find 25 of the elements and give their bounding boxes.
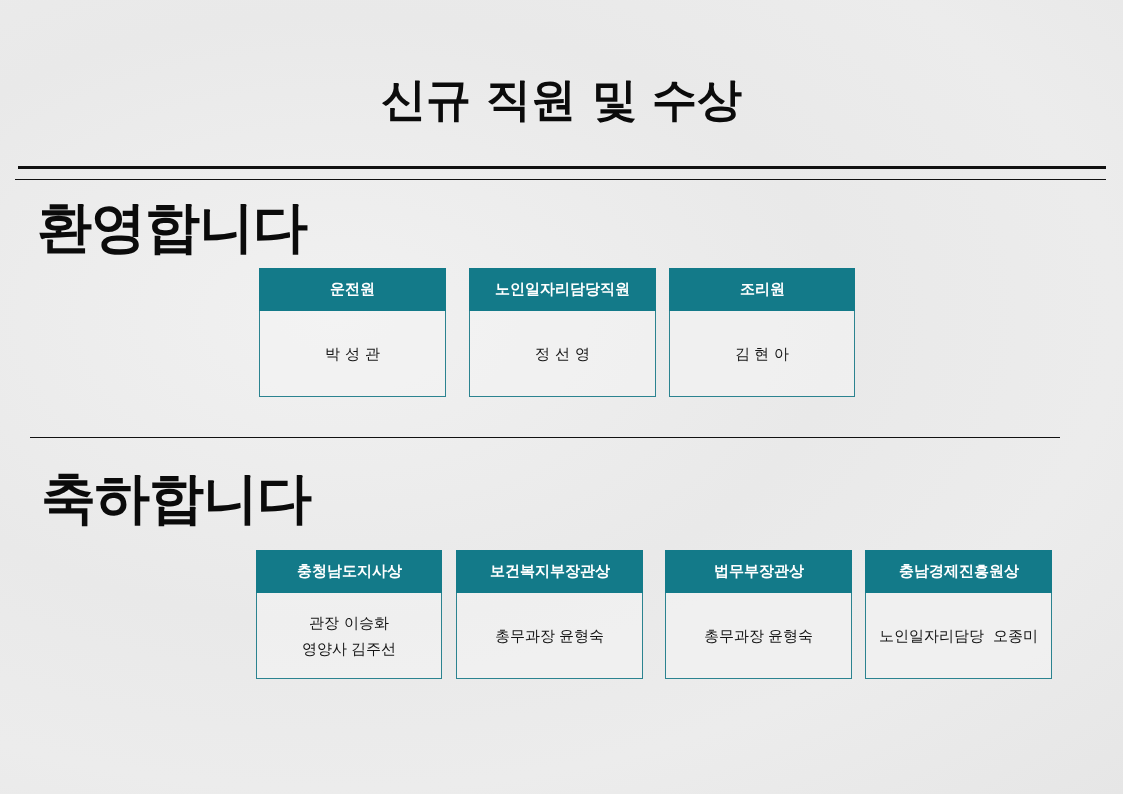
name-text: 박 성 관: [325, 343, 380, 365]
card-header: 충남경제진흥원상: [865, 550, 1052, 593]
card: [256, 550, 442, 679]
card: [865, 550, 1052, 679]
name-text: 영양사 김주선: [301, 638, 397, 660]
name-text: 김 현 아: [734, 343, 790, 365]
card-header: 운전원: [259, 268, 446, 311]
card: [669, 268, 855, 397]
card: [665, 550, 852, 679]
section-heading: 환영합니다: [37, 195, 307, 259]
card: [456, 550, 643, 679]
card-header: 보건복지부장관상: [456, 550, 643, 593]
card-header: 노인일자리담당직원: [469, 268, 656, 311]
name-text: 정 선 영: [535, 343, 590, 365]
card-header: 충청남도지사상: [256, 550, 442, 593]
title: 신규 직원 및 수상: [380, 73, 743, 126]
name-text: 관장 이승화: [309, 612, 389, 634]
name-text: 총무과장 윤형숙: [703, 625, 814, 647]
name-text: 노인일자리담당 오종미: [878, 625, 1039, 647]
card-header: 조리원: [669, 268, 855, 311]
card: [259, 268, 446, 397]
name-text: 총무과장 윤형숙: [494, 625, 605, 647]
card: [469, 268, 656, 397]
card-header: 법무부장관상: [665, 550, 852, 593]
section-heading: 축하합니다: [41, 466, 311, 530]
